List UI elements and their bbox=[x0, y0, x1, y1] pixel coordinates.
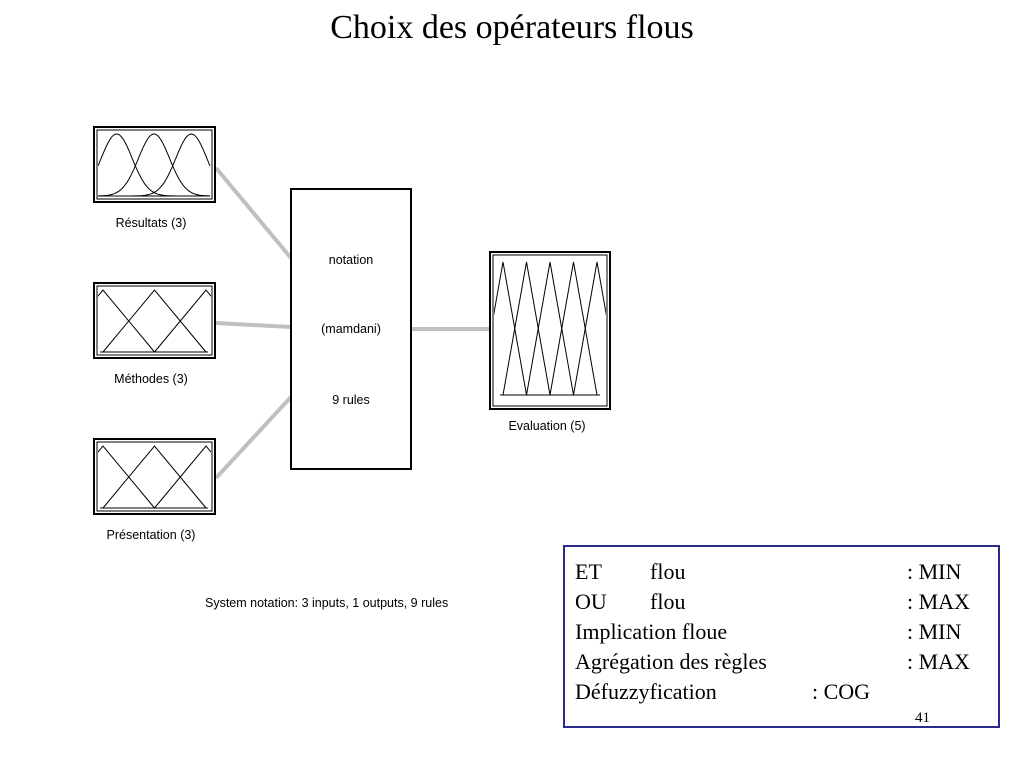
mf-curves-evaluation bbox=[494, 261, 606, 396]
operator-name: ET bbox=[575, 559, 602, 584]
operator-value: : MIN bbox=[907, 619, 962, 644]
input-label-presentation: Présentation (3) bbox=[107, 528, 196, 542]
input-label-resultats: Résultats (3) bbox=[116, 216, 187, 230]
connector-resultats bbox=[214, 166, 293, 260]
engine-rules: 9 rules bbox=[332, 393, 370, 407]
operators-box: ET flou : MIN OU flou : MAX Implication … bbox=[563, 545, 1000, 728]
input-presentation[interactable]: Présentation (3) bbox=[52, 438, 258, 542]
membership-curve bbox=[549, 261, 598, 396]
operator-name: Défuzzyfication bbox=[575, 679, 717, 704]
operator-row-agregation: Agrégation des règles : MAX bbox=[575, 647, 998, 677]
membership-curve bbox=[154, 289, 211, 353]
mf-curves-presentation bbox=[98, 445, 211, 509]
operator-kind: flou bbox=[650, 559, 686, 584]
output-evaluation[interactable]: Evaluation (5) bbox=[480, 251, 621, 433]
membership-curve bbox=[494, 261, 527, 396]
input-label-methodes: Méthodes (3) bbox=[114, 372, 188, 386]
membership-curve bbox=[98, 133, 211, 197]
mf-curves-resultats bbox=[98, 133, 211, 197]
operator-value: : MAX bbox=[907, 649, 970, 674]
operator-row-implication: Implication floue : MIN bbox=[575, 617, 998, 647]
input-methodes[interactable]: Méthodes (3) bbox=[52, 282, 258, 386]
membership-curve bbox=[502, 261, 551, 396]
rule-engine-block[interactable]: notation (mamdani) 9 rules bbox=[290, 188, 412, 470]
membership-curve bbox=[98, 289, 155, 353]
membership-curve bbox=[573, 261, 606, 396]
membership-curve bbox=[154, 445, 211, 509]
page-number: 41 bbox=[915, 710, 930, 726]
operator-value: : MIN bbox=[907, 559, 962, 584]
operator-row-et: ET flou : MIN bbox=[575, 557, 998, 587]
system-summary: System notation: 3 inputs, 1 outputs, 9 … bbox=[205, 596, 448, 610]
membership-curve bbox=[526, 261, 574, 396]
membership-curve bbox=[102, 289, 207, 353]
operator-name: Implication floue bbox=[575, 619, 728, 644]
engine-method: (mamdani) bbox=[321, 322, 381, 336]
operator-row-ou: OU flou : MAX bbox=[575, 587, 998, 617]
slide-title: Choix des opérateurs flous bbox=[330, 9, 694, 46]
connectors bbox=[214, 166, 490, 480]
membership-curve bbox=[98, 133, 210, 197]
connector-presentation bbox=[214, 395, 293, 480]
operator-kind: flou bbox=[650, 589, 686, 614]
input-resultats[interactable]: Résultats (3) bbox=[93, 126, 216, 230]
operator-name: OU bbox=[575, 589, 607, 614]
operator-value: : MAX bbox=[907, 589, 970, 614]
operator-name: Agrégation des règles bbox=[575, 649, 767, 674]
membership-curve bbox=[102, 445, 207, 509]
membership-curve bbox=[98, 445, 155, 509]
output-label-evaluation: Evaluation (5) bbox=[508, 419, 585, 433]
operator-value: : COG bbox=[812, 679, 871, 704]
operator-row-defuzzyfication: Défuzzyfication : COG bbox=[575, 677, 998, 707]
connector-methodes bbox=[215, 321, 292, 329]
mf-curves-methodes bbox=[98, 289, 211, 353]
engine-name: notation bbox=[329, 253, 374, 267]
